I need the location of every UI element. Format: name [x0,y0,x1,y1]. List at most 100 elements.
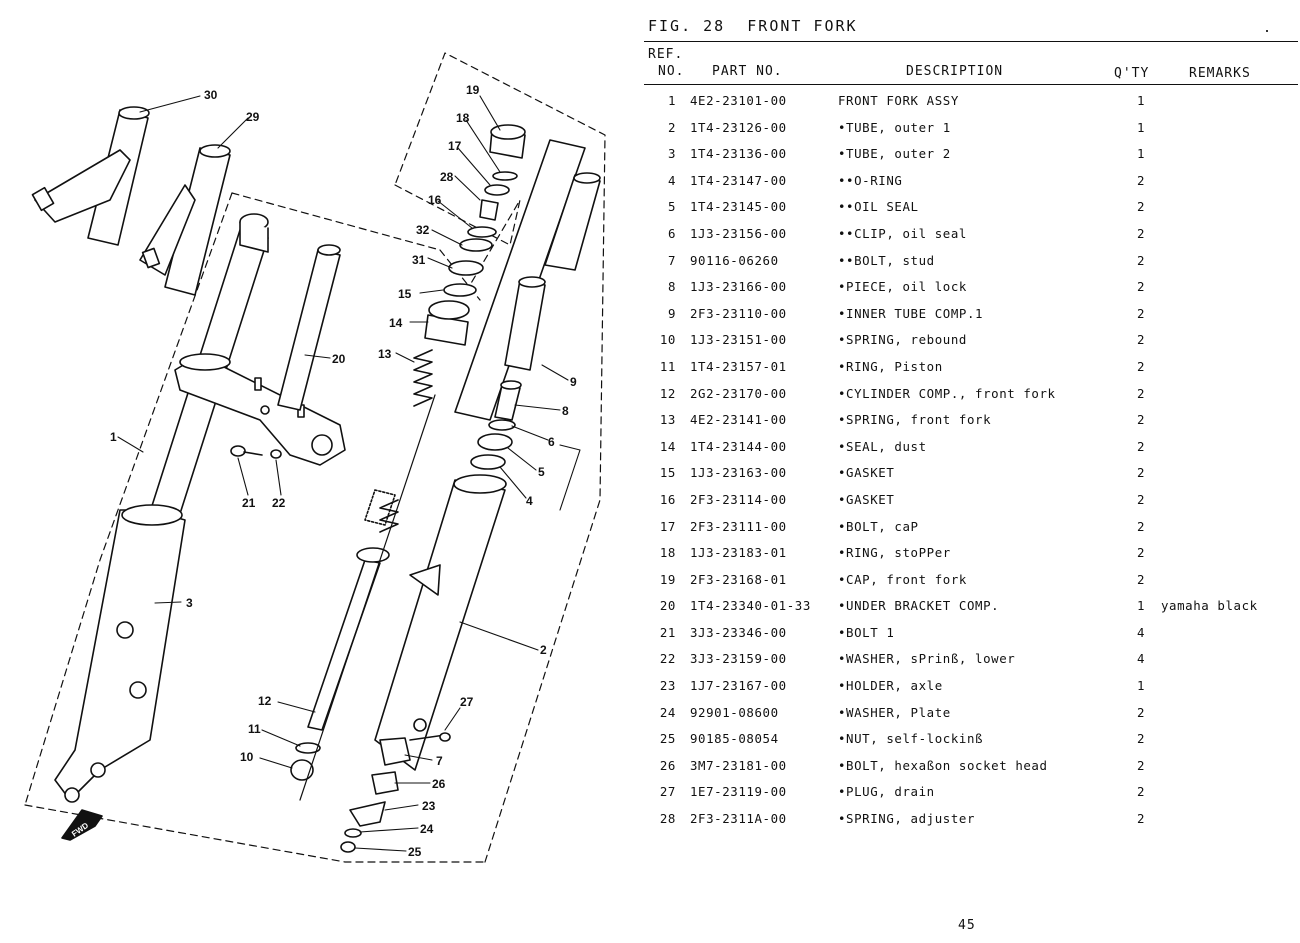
quantity: 1 [1136,678,1146,694]
part-number: 90185-08054 [690,731,779,747]
part-20-under-bracket [174,244,346,466]
ref-no: 3 [667,146,676,162]
fwd-arrow [61,809,103,841]
part-number: 3M7-23181-00 [690,757,787,773]
header-rule [644,84,1298,85]
quantity: 2 [1136,545,1146,561]
part-number: 90116-06260 [690,252,779,268]
ref-no: 2 [667,119,676,135]
callout-18: 18 [456,111,470,125]
quantity: 2 [1136,757,1146,773]
ref-no: 18 [659,545,676,561]
quantity: 2 [1136,465,1146,481]
header-ref: REF. [648,47,684,62]
quantity: 2 [1136,225,1146,241]
callout-13: 13 [378,347,392,361]
quantity: 1 [1136,598,1146,614]
figure-title: FIG. 28 FRONT FORK [648,17,858,35]
part-23-axle-holder [340,771,399,853]
part-number: 3J3-23159-00 [690,651,787,667]
part-number: 3J3-23346-00 [690,624,787,640]
description: •BOLT, caP [838,518,919,534]
callout-2: 2 [540,643,547,657]
description: ••CLIP, oil seal [838,225,967,241]
description: •SPRING, front fork [838,412,992,428]
ref-no: 6 [667,225,676,241]
callout-20: 20 [332,352,346,366]
quantity: 2 [1136,199,1146,215]
ref-no: 19 [659,571,676,587]
quantity: 4 [1136,651,1146,667]
callout-3: 3 [186,596,193,610]
ref-no: 5 [667,199,676,215]
description: •GASKET [838,465,895,481]
part-21-22-bolt-washer [230,445,282,459]
part-number: 4E2-23141-00 [690,412,787,428]
ref-no: 24 [659,704,676,720]
callout-27: 27 [460,695,474,709]
header-description: DESCRIPTION [906,64,1004,79]
remarks: yamaha black [1161,598,1258,614]
description: •INNER TUBE COMP.1 [838,305,984,321]
quantity: 2 [1136,731,1146,747]
part-number: 1T4-23340-01-33 [690,598,811,614]
description: •NUT, self-lockinß [838,731,984,747]
ref-no: 10 [659,332,676,348]
quantity: 2 [1136,704,1146,720]
header-part-no: PART NO. [712,64,783,79]
quantity: 2 [1136,491,1146,507]
callout-15: 15 [398,287,412,301]
description: •RING, Piston [838,358,943,374]
part-12-cylinder [290,489,396,781]
ref-no: 1 [667,93,676,108]
part-top-cap-stack [424,124,526,346]
description: •WASHER, Plate [838,704,951,720]
part-9-inner-tube [454,139,601,470]
part-27-plug [439,732,451,742]
callout-26: 26 [432,777,446,791]
description: ••OIL SEAL [838,199,919,215]
description: •CYLINDER COMP., front fork [838,385,1056,401]
callout-16: 16 [428,193,442,207]
part-number: 2F3-23111-00 [690,518,787,534]
quantity: 2 [1136,438,1146,454]
description: •GASKET [838,491,895,507]
title-rule [644,41,1298,42]
callout-5: 5 [538,465,545,479]
part-number: 1J3-23151-00 [690,332,787,348]
quantity: 2 [1136,385,1146,401]
ref-no: 21 [659,624,676,640]
ref-no: 4 [667,172,676,188]
description: •CAP, front fork [838,571,967,587]
callout-22: 22 [272,496,286,510]
part-number: 1T4-23157-01 [690,358,787,374]
callout-19: 19 [466,83,480,97]
ref-no: 9 [667,305,676,321]
header-no: NO. [658,64,685,79]
part-number: 1J3-23163-00 [690,465,787,481]
description: ••O-RING [838,172,903,188]
part-number: 1J3-23166-00 [690,279,787,295]
callout-8: 8 [562,404,569,418]
part-number: 1T4-23144-00 [690,438,787,454]
part-number: 2F3-2311A-00 [690,811,787,827]
description: •PLUG, drain [838,784,935,800]
